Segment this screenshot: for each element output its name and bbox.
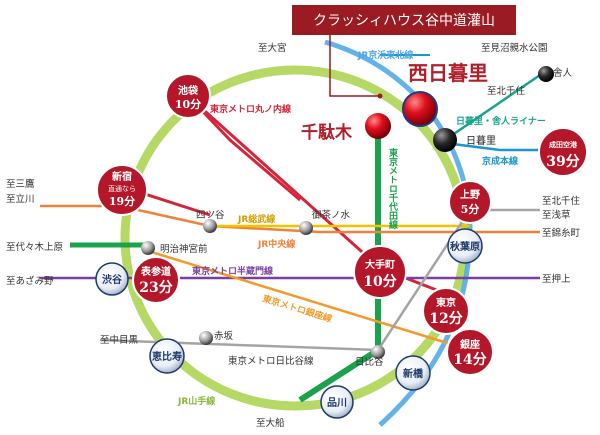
svg-text:成田空港: 成田空港	[549, 140, 578, 149]
dest-asakusa: 至浅草	[542, 209, 571, 221]
label-keihin-tohoku: JR京浜東北線	[357, 49, 413, 61]
dest-oshiage: 至押上	[542, 273, 571, 285]
dest-tachikawa: 至立川	[6, 193, 35, 205]
jr-ebisu[interactable]: 恵比寿	[149, 338, 185, 374]
title-box	[292, 5, 516, 35]
label-keisei: 京成本線	[482, 155, 518, 167]
svg-text:銀座: 銀座	[460, 338, 480, 351]
meiji-jingumae-ball[interactable]	[141, 241, 155, 255]
nishi-nippori-ball[interactable]	[402, 91, 438, 127]
akasaka-label: 赤坂	[214, 331, 234, 342]
jr-shinagawa[interactable]: 品川	[320, 385, 354, 419]
svg-text:39分: 39分	[546, 154, 579, 170]
badge-otemachi[interactable]: 大手町 10分	[353, 245, 407, 299]
yotsuya-label: 四ツ谷	[196, 210, 225, 221]
nishi-nippori-label: 西日暮里	[408, 61, 488, 85]
jr-shinbashi[interactable]: 新橋	[395, 355, 431, 391]
nippori-ball[interactable]	[433, 128, 457, 152]
ochanomizu-ball[interactable]	[299, 221, 313, 235]
svg-text:池袋: 池袋	[178, 84, 199, 97]
svg-text:23分: 23分	[139, 280, 172, 296]
toneri-ball[interactable]	[538, 66, 554, 82]
yotsuya-ball[interactable]	[203, 219, 217, 233]
label-nippori-toneri: 日暮里・舎人ライナー	[456, 115, 546, 127]
hibiya-line	[99, 208, 540, 352]
dest-kita-senju-top: 至北千住	[487, 85, 526, 97]
title-pointer	[329, 35, 380, 97]
sendagi-ball[interactable]	[365, 113, 391, 139]
svg-text:直通なら: 直通なら	[108, 184, 136, 193]
dest-ofuna: 至大船	[256, 417, 285, 429]
label-hibiya: 東京メトロ日比谷線	[228, 355, 314, 367]
sendagi-label: 千駄木	[301, 122, 353, 143]
svg-text:上野: 上野	[460, 188, 480, 201]
svg-text:渋谷: 渋谷	[102, 273, 123, 286]
label-marunouchi: 東京メトロ丸ノ内線	[210, 103, 291, 115]
svg-text:12分: 12分	[429, 311, 462, 327]
hibiya-label: 日比谷	[355, 356, 384, 368]
badge-tokyo[interactable]: 東京 12分	[422, 287, 470, 335]
badge-shinjuku[interactable]: 新宿 直通なら 19分	[96, 164, 148, 216]
dest-omiya: 至大宮	[258, 42, 287, 54]
svg-text:大手町: 大手町	[365, 258, 395, 271]
dest-kita-senju-right: 至北千住	[542, 195, 581, 207]
jr-shibuya[interactable]: 渋谷	[95, 262, 129, 296]
label-sobu: JR総武線	[237, 213, 275, 225]
nippori-label: 日暮里	[466, 134, 496, 147]
jr-akihabara[interactable]: 秋葉原	[447, 228, 483, 264]
svg-text:新宿: 新宿	[112, 170, 132, 183]
ochanomizu-label: 御茶ノ水	[312, 209, 351, 221]
label-chuo: JR中央線	[257, 238, 295, 250]
hibiya-ball[interactable]	[371, 345, 385, 359]
svg-text:新橋: 新橋	[403, 367, 424, 380]
badge-ueno[interactable]: 上野 5分	[448, 180, 492, 224]
svg-text:恵比寿: 恵比寿	[152, 350, 182, 363]
badge-ginza[interactable]: 銀座 14分	[446, 328, 494, 376]
dest-azamino: 至あざみ野	[6, 275, 54, 287]
svg-text:表参道: 表参道	[140, 265, 171, 278]
dest-yoyogi-uehara: 至代々木上原	[6, 241, 63, 253]
meiji-jingumae-label: 明治神宮前	[160, 243, 208, 255]
svg-text:秋葉原: 秋葉原	[450, 240, 480, 253]
dest-minuma: 至見沼親水公園	[481, 42, 548, 54]
svg-text:14分: 14分	[453, 352, 486, 368]
svg-text:品川: 品川	[327, 397, 347, 409]
title-text: クラッシィハウス谷中道灌山	[313, 13, 495, 29]
label-yamanote: JR山手線	[177, 395, 215, 407]
badge-narita[interactable]: 成田空港 39分	[538, 127, 588, 177]
badge-ikebukuro[interactable]: 池袋 10分	[165, 73, 211, 119]
nippori-toneri-line	[444, 73, 541, 142]
label-chiyoda: 東京メトロ千代田線	[387, 147, 399, 230]
svg-text:10分: 10分	[363, 274, 396, 290]
toneri-label: 舎人	[553, 68, 573, 79]
label-hanzomon: 東京メトロ半蔵門線	[192, 265, 273, 277]
dest-naka-meguro: 至中目黒	[100, 334, 139, 346]
akasaka-ball[interactable]	[199, 331, 213, 345]
title-pointer-dot	[377, 93, 383, 99]
chiyoda-line	[298, 126, 381, 403]
dest-mitaka: 至三鷹	[6, 178, 35, 190]
badge-omotesando[interactable]: 表参道 23分	[132, 256, 180, 304]
dest-kinshicho: 至錦糸町	[542, 227, 581, 239]
ginza-line	[144, 248, 471, 352]
svg-text:10分: 10分	[175, 97, 201, 111]
svg-text:5分: 5分	[461, 202, 480, 216]
svg-text:東京: 東京	[436, 296, 456, 309]
svg-text:19分: 19分	[109, 194, 135, 208]
